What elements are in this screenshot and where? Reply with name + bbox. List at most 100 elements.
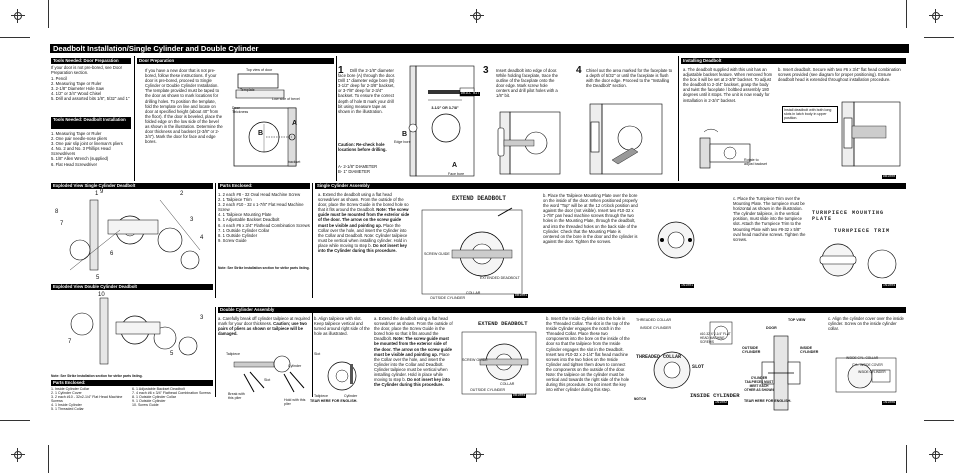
parts-single-header: Parts Enclosed: <box>218 183 310 189</box>
exploded-double-header: Exploded View Double Cylinder Deadbolt <box>51 284 213 290</box>
footer-text: TEAR HERE FOR ENGLISH. <box>744 399 792 403</box>
step1-caution: Caution: Re-check hole locations before … <box>338 142 387 153</box>
installing-header: Installing Deadbolt <box>681 58 906 64</box>
parts-double-right: 6. 1 Adjustable Backset Deadbolt 7. 4 ea… <box>132 387 212 407</box>
collar-label: COLLAR <box>500 382 515 386</box>
inside-small-label: INSIDE CYLINDER <box>640 326 672 330</box>
cyl-label: INSIDE CYLINDER <box>858 370 886 374</box>
template-label: Template <box>240 88 255 92</box>
double-b2-text: b. Insert the Inside Cylinder into the h… <box>546 316 630 393</box>
double-a2-diagram <box>461 331 537 395</box>
step-number: 3 <box>483 65 489 76</box>
parts-double-left: 1. Inside Cylinder Collar 2. 1 Cylinder … <box>51 387 129 412</box>
inside-cylinder-label: INSIDE CYLINDER <box>690 392 740 399</box>
door-thickness-label: Door Thickness <box>232 106 249 114</box>
door-prep-text: If you have a new door that is not pre-b… <box>145 68 223 145</box>
list-item: 4. 1 Tailpiece Mounting Plate <box>218 212 272 218</box>
double-a-diagram <box>233 355 305 393</box>
slot-label: Slot <box>264 378 271 382</box>
double-a-text: a. Carefully break off cylinder tailpiec… <box>218 316 310 337</box>
edge-bore-label: Edge bore <box>394 140 411 144</box>
crop-mark <box>0 37 30 38</box>
top-view-label: TOP VIEW <box>788 318 806 322</box>
step-number: 4 <box>576 65 582 76</box>
crop-mark <box>924 420 954 421</box>
parts-single-list: 1. 2 each #8 - 32 Oval Head Machine Scre… <box>218 192 310 243</box>
registration-mark <box>929 9 943 23</box>
list-item: 2. Measuring Tape or Ruler <box>51 81 102 87</box>
list-item: 9. 1 Outside Cylinder <box>132 399 166 404</box>
part-number: 3 <box>190 217 194 223</box>
list-item: 6. Flat Head Screwdriver <box>51 161 98 167</box>
figure-code: IN1004 <box>882 284 897 288</box>
double-b2-diagram <box>653 321 733 389</box>
threaded-collar-label: THREADED COLLAR <box>636 354 682 360</box>
door-prep-diagram <box>233 73 297 167</box>
part-number: 2 <box>180 191 184 197</box>
list-item: 5. 1 Adjustable Backset Deadbolt <box>218 217 280 223</box>
marker-a: A <box>292 120 298 127</box>
top-view-label: Top view of door <box>246 68 273 72</box>
rotate-label: Rotate to adjust backset <box>744 158 767 166</box>
list-item: 7. 4 each #6 x 3/4" Flathead Combination… <box>132 391 211 396</box>
extended-label: EXTENDED DEADBOLT <box>480 276 520 280</box>
step1-diagram <box>408 65 475 177</box>
outside-cyl-label: OUTSIDE CYLINDER <box>470 388 506 392</box>
registration-mark <box>470 448 484 462</box>
single-a-text: a. Extend the deadbolt using a flat head… <box>318 192 410 254</box>
extend-label: EXTEND DEADBOLT <box>478 320 528 327</box>
marker-a: A <box>452 162 458 169</box>
cover-label: CYL. INSIDE COVER <box>852 363 883 367</box>
depth-label: 3-1/2" OR 3-7/8" <box>431 106 459 110</box>
crop-mark <box>0 420 30 421</box>
installing-a: a. The deadbolt supplied with this unit … <box>683 67 773 103</box>
registration-mark <box>929 448 943 462</box>
list-item: 6. 1 Adjustable Backset Deadbolt <box>132 387 185 391</box>
single-b-diagram <box>657 221 695 259</box>
step1-dims: A- 2-1/8" DIAMETER B- 1" DIAMETER <box>338 164 378 175</box>
tailpiece-label: Tailpiece <box>226 352 240 356</box>
marker-b: B <box>258 130 264 137</box>
list-item: 7. 1 Outside Cylinder Collar <box>218 227 270 233</box>
list-item: 1. Pencil <box>51 76 68 81</box>
part-number: 5 <box>96 275 100 281</box>
marker-b: B <box>402 131 408 138</box>
exploded-double-diagram <box>70 297 198 365</box>
figure-code: DB1000 <box>882 175 897 179</box>
list-item: 3. 2 each #10 - 32x2-1/4" Flat Head Mach… <box>51 395 123 404</box>
break-label: Break with this plier <box>228 392 245 400</box>
list-item: 4. 1/2" or 3/4" Wood Chisel <box>51 91 102 97</box>
tools-prep-header: Tools Needed: Door Preparation <box>51 58 131 64</box>
deadbolt-diagram <box>699 128 751 169</box>
divider <box>312 307 313 397</box>
cylinder-label: Cylinder <box>288 364 302 368</box>
double-c-text: c. Align the cylinder cover over the ins… <box>828 316 904 332</box>
slot-label: SLOT <box>692 364 705 370</box>
part-number: 7 <box>68 339 72 345</box>
callout-box: Install deadbolt with both long slots in… <box>782 106 838 123</box>
installing-b: b. Insert deadbolt. Secure with two #6 x… <box>778 67 901 83</box>
single-c-diagram <box>819 243 897 279</box>
list-item: 1. Measuring Tape or Ruler <box>51 131 102 136</box>
footer-text: TEAR HERE FOR ENGLISH. <box>310 399 358 403</box>
crop-mark <box>906 445 907 473</box>
list-item: 8. 1 Outside Cylinder Collar <box>132 395 176 400</box>
turnpiece-plate-label: TURNPIECE MOUNTING PLATE <box>812 210 885 222</box>
list-item: 2. One pair needle-nose pliers <box>51 136 108 142</box>
parts-single-note: Note: See Strike Installation section fo… <box>218 266 310 270</box>
figure-code: IN1001 <box>680 284 695 288</box>
top-view-diagram <box>761 335 801 411</box>
collar-small-label: THREADED COLLAR <box>636 318 672 322</box>
double-a2-text: a. Extend the deadbolt using a flat head… <box>374 316 453 388</box>
part-number: 5 <box>170 351 174 357</box>
tailpiece-label: Tailpiece <box>314 394 328 398</box>
step1-text: Drill the 2-1/8" diameter face bore (A) … <box>338 68 396 114</box>
inside-label: INSIDE CYLINDER <box>800 346 819 354</box>
crop-mark <box>906 0 907 28</box>
double-assembly-header: Double Cylinder Assembly <box>218 307 906 313</box>
double-b-text: b. Align tailpiece with slot. Keep tailp… <box>314 316 370 337</box>
slot-label: Slot <box>314 352 321 356</box>
notch-label: NOTCH <box>634 398 647 402</box>
screw-guide-label: SCREW GUIDE <box>424 252 450 256</box>
cylinder-label: Cylinder <box>344 394 358 398</box>
